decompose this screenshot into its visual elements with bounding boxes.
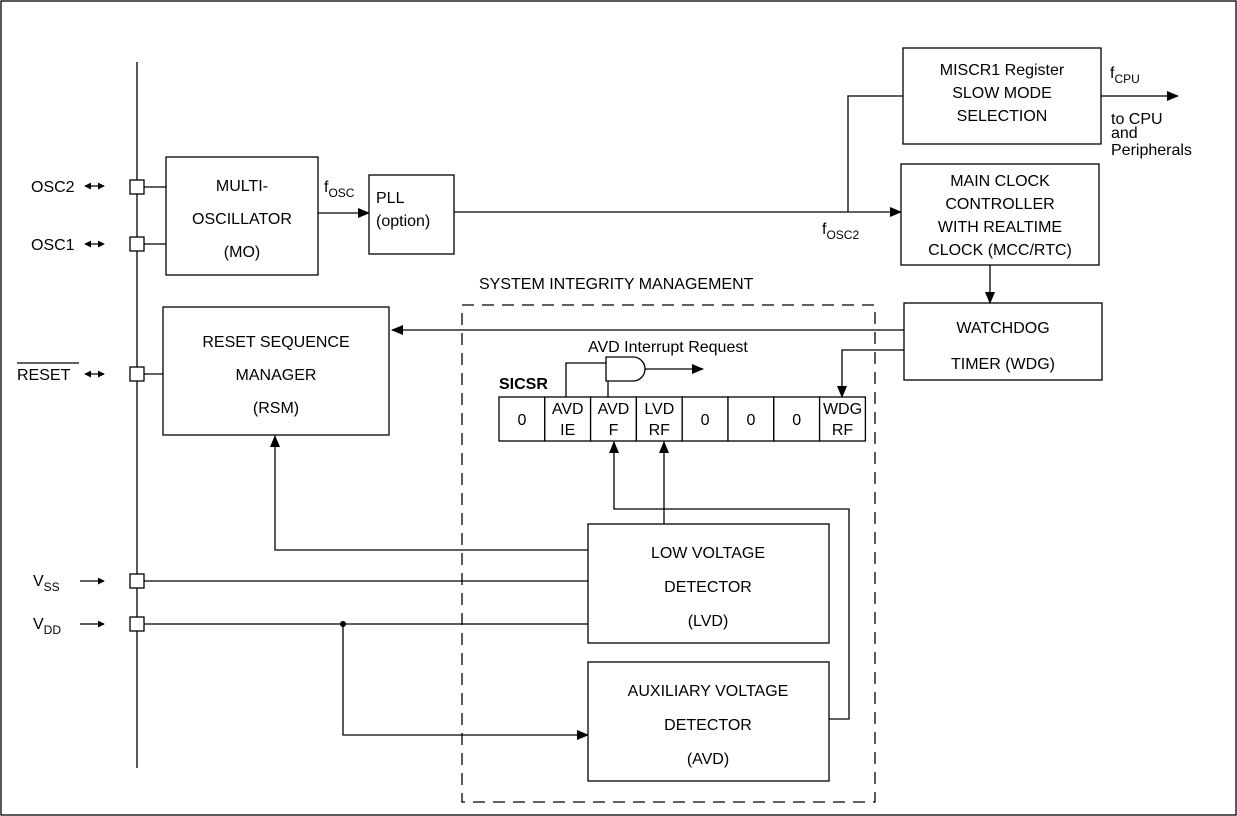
to-cpu-line-2: and bbox=[1111, 125, 1138, 142]
to-cpu-line-3: Peripherals bbox=[1111, 142, 1192, 159]
pin-reset-pad bbox=[129, 366, 145, 382]
pin-osc2-pad bbox=[129, 179, 145, 195]
sicsr-bit-6: 0 bbox=[773, 396, 821, 442]
to-cpu-line-1: to CPU bbox=[1111, 111, 1163, 128]
sicsr-bit-3-text-1: RF bbox=[649, 422, 671, 439]
sicsr-bit-2-text-0: AVD bbox=[598, 401, 630, 418]
sicsr-bit-4-text-0: 0 bbox=[701, 412, 710, 429]
pll-block: PLL (option) bbox=[368, 174, 455, 255]
watchdog-block: WATCHDOG TIMER (WDG) bbox=[903, 302, 1103, 381]
sicsr-bit-5: 0 bbox=[727, 396, 775, 442]
mo-line-3: (MO) bbox=[224, 244, 260, 261]
multi-oscillator-block: MULTI- OSCILLATOR (MO) bbox=[165, 156, 319, 276]
pin-osc1-label: OSC1 bbox=[31, 237, 75, 254]
miscr1-line-1: MISCR1 Register bbox=[940, 62, 1065, 79]
avd-line-3: (AVD) bbox=[687, 751, 729, 768]
sicsr-bit-1: AVD IE bbox=[544, 396, 592, 442]
miscr1-line-3: SELECTION bbox=[957, 108, 1048, 125]
rsm-line-2: MANAGER bbox=[236, 367, 317, 384]
pll-line-2: (option) bbox=[376, 213, 430, 230]
rsm-line-3: (RSM) bbox=[253, 400, 299, 417]
fosc-label: fOSC bbox=[324, 179, 355, 200]
avd-line-1: AUXILIARY VOLTAGE bbox=[628, 683, 789, 700]
and-gate-icon bbox=[605, 356, 646, 382]
pin-vss-label: VSS bbox=[33, 573, 60, 594]
lvd-line-3: (LVD) bbox=[688, 613, 729, 630]
reset-sequence-manager-block: RESET SEQUENCE MANAGER (RSM) bbox=[162, 306, 390, 436]
mo-line-2: OSCILLATOR bbox=[192, 211, 292, 228]
sim-dashed-region bbox=[461, 304, 876, 803]
wdg-line-2: TIMER (WDG) bbox=[951, 356, 1055, 373]
sicsr-bit-6-text-0: 0 bbox=[792, 412, 801, 429]
avd-irq-label: AVD Interrupt Request bbox=[588, 339, 748, 356]
main-clock-controller-block: MAIN CLOCK CONTROLLER WITH REALTIME CLOC… bbox=[900, 163, 1100, 266]
mcc-line-3: WITH REALTIME bbox=[938, 219, 1062, 236]
pin-osc2: OSC2 bbox=[31, 179, 145, 196]
sicsr-bit-3: LVD RF bbox=[635, 396, 683, 442]
rsm-line-1: RESET SEQUENCE bbox=[202, 334, 349, 351]
sicsr-bit-0: 0 bbox=[498, 396, 546, 442]
sicsr-bit-0-text-0: 0 bbox=[517, 412, 526, 429]
pin-reset: RESET bbox=[17, 362, 145, 384]
pin-vss: VSS bbox=[33, 573, 145, 594]
fcpu-label: fCPU bbox=[1110, 65, 1140, 86]
sicsr-bit-1-text-0: AVD bbox=[552, 401, 584, 418]
sicsr-bit-2-text-1: F bbox=[609, 422, 619, 439]
wire-lvd-rsm bbox=[270, 435, 588, 551]
pll-line-1: PLL bbox=[376, 190, 405, 207]
miscr1-block: MISCR1 Register SLOW MODE SELECTION bbox=[902, 47, 1102, 145]
sicsr-bit-2: AVD F bbox=[589, 396, 638, 442]
miscr1-line-2: SLOW MODE bbox=[952, 85, 1052, 102]
wire-vdd-avd bbox=[342, 624, 589, 740]
lvd-line-2: DETECTOR bbox=[664, 579, 752, 596]
pin-reset-label: RESET bbox=[17, 367, 71, 384]
pin-osc1-pad bbox=[129, 236, 145, 252]
wdg-line-1: WATCHDOG bbox=[956, 320, 1049, 337]
sicsr-label: SICSR bbox=[499, 376, 548, 393]
wire-avd-avdf bbox=[609, 441, 850, 720]
auxiliary-voltage-detector-block: AUXILIARY VOLTAGE DETECTOR (AVD) bbox=[587, 661, 830, 782]
sicsr-register: 0 AVD IE AVD F LVD RF 0 0 0 WDG RF bbox=[498, 396, 867, 442]
sicsr-bit-7-text-0: WDG bbox=[823, 401, 862, 418]
sicsr-bit-5-text-0: 0 bbox=[746, 412, 755, 429]
sicsr-bit-4: 0 bbox=[681, 396, 729, 442]
mcc-line-1: MAIN CLOCK bbox=[950, 173, 1050, 190]
sim-title: SYSTEM INTEGRITY MANAGEMENT bbox=[479, 276, 754, 293]
pin-osc1: OSC1 bbox=[31, 236, 145, 254]
pin-osc2-label: OSC2 bbox=[31, 179, 75, 196]
wire-fosc2-miscr1 bbox=[847, 95, 903, 212]
avd-line-2: DETECTOR bbox=[664, 717, 752, 734]
low-voltage-detector-block: LOW VOLTAGE DETECTOR (LVD) bbox=[587, 523, 830, 644]
fosc2-label: fOSC2 bbox=[822, 221, 859, 242]
mcc-line-2: CONTROLLER bbox=[945, 196, 1054, 213]
sicsr-bit-3-text-0: LVD bbox=[644, 401, 674, 418]
sicsr-bit-1-text-1: IE bbox=[560, 422, 575, 439]
pin-vdd: VDD bbox=[33, 616, 145, 637]
mcc-line-4: CLOCK (MCC/RTC) bbox=[928, 242, 1072, 259]
sicsr-bit-7: WDG RF bbox=[818, 396, 867, 442]
pin-vdd-pad bbox=[129, 616, 145, 632]
lvd-line-1: LOW VOLTAGE bbox=[651, 545, 765, 562]
pin-vss-pad bbox=[129, 573, 145, 589]
sicsr-bit-7-text-1: RF bbox=[832, 422, 854, 439]
pin-vdd-label: VDD bbox=[33, 616, 61, 637]
wire-wdg-wdgrf bbox=[837, 349, 904, 398]
mo-line-1: MULTI- bbox=[216, 178, 268, 195]
